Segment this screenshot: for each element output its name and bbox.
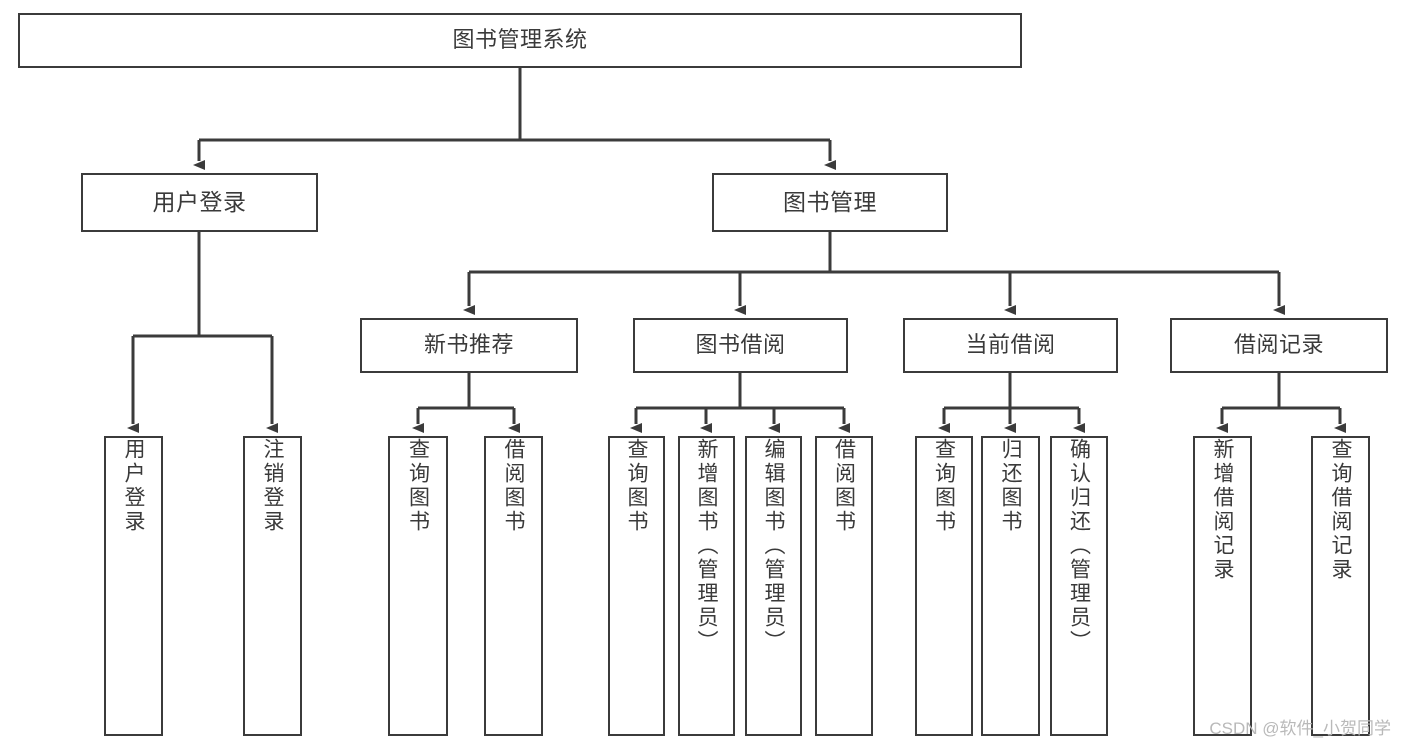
node-label-l1: 用户登录 (122, 438, 145, 534)
node-l4[interactable]: 借阅图书 (484, 436, 543, 736)
node-label-l13: 查询借阅记录 (1329, 438, 1352, 582)
node-l6[interactable]: 新增图书（管理员） (678, 436, 735, 736)
node-label-l5: 查询图书 (625, 438, 648, 534)
node-bookmgmt[interactable]: 图书管理 (712, 173, 948, 232)
node-label-l6: 新增图书（管理员） (695, 438, 718, 654)
node-label-l3: 查询图书 (406, 438, 430, 534)
node-l1[interactable]: 用户登录 (104, 436, 163, 736)
node-label-root: 图书管理系统 (452, 27, 588, 53)
node-records[interactable]: 借阅记录 (1170, 318, 1388, 373)
node-label-bookmgmt: 图书管理 (783, 188, 877, 215)
node-label-current: 当前借阅 (965, 332, 1056, 358)
node-root[interactable]: 图书管理系统 (18, 13, 1022, 68)
node-label-login: 用户登录 (152, 188, 247, 215)
node-l7[interactable]: 编辑图书（管理员） (745, 436, 802, 736)
node-label-l12: 新增借阅记录 (1211, 438, 1234, 582)
node-l5[interactable]: 查询图书 (608, 436, 665, 736)
node-l8[interactable]: 借阅图书 (815, 436, 873, 736)
node-l10[interactable]: 归还图书 (981, 436, 1040, 736)
node-label-records: 借阅记录 (1233, 332, 1324, 358)
node-label-l4: 借阅图书 (502, 438, 525, 534)
node-label-l7: 编辑图书（管理员） (762, 438, 785, 654)
node-label-newbook: 新书推荐 (423, 332, 514, 358)
node-l13[interactable]: 查询借阅记录 (1311, 436, 1370, 736)
node-newbook[interactable]: 新书推荐 (360, 318, 578, 373)
node-label-l11: 确认归还（管理员） (1067, 438, 1091, 654)
node-borrow[interactable]: 图书借阅 (633, 318, 848, 373)
node-login[interactable]: 用户登录 (81, 173, 318, 232)
node-l2[interactable]: 注销登录 (243, 436, 302, 736)
node-l9[interactable]: 查询图书 (915, 436, 973, 736)
node-l12[interactable]: 新增借阅记录 (1193, 436, 1252, 736)
node-label-borrow: 图书借阅 (695, 332, 786, 358)
node-l11[interactable]: 确认归还（管理员） (1050, 436, 1108, 736)
node-l3[interactable]: 查询图书 (388, 436, 448, 736)
node-label-l2: 注销登录 (261, 438, 284, 534)
node-label-l8: 借阅图书 (832, 438, 856, 534)
node-label-l10: 归还图书 (999, 438, 1022, 534)
node-current[interactable]: 当前借阅 (903, 318, 1118, 373)
node-label-l9: 查询图书 (932, 438, 956, 534)
watermark-text: CSDN @软件_小贺同学 (1209, 719, 1391, 738)
